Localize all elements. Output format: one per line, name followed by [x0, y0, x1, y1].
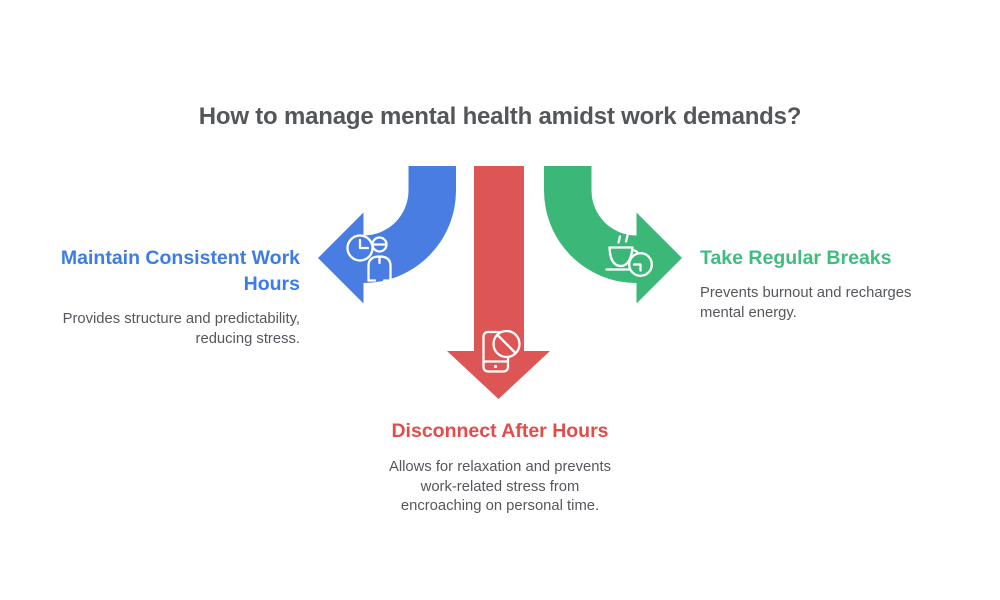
branch-right-body: Prevents burnout and recharges mental en… [700, 285, 912, 321]
branch-left-body: Provides structure and predictability, r… [62, 311, 300, 347]
branch-left: Maintain Consistent Work Hours Provides … [0, 245, 300, 349]
right-curved-arrow [544, 166, 682, 304]
down-arrow [447, 166, 550, 399]
left-curved-arrow [318, 166, 456, 304]
branch-bottom-heading: Disconnect After Hours [391, 420, 609, 442]
steam-lines [617, 234, 629, 244]
branch-bottom-body: Allows for relaxation and prevents work-… [388, 459, 612, 514]
cup-body [608, 246, 634, 268]
clock-hands [632, 263, 642, 272]
branch-right: Take Regular Breaks Prevents burnout and… [700, 245, 1000, 323]
coffee-clock-icon [605, 234, 653, 277]
clock-person-icon [346, 234, 392, 282]
branch-bottom: Disconnect After Hours Allows for relaxa… [350, 418, 650, 517]
branch-left-heading: Maintain Consistent Work Hours [60, 247, 300, 295]
phone-home-button [493, 364, 498, 369]
page-title: How to manage mental health amidst work … [198, 103, 802, 130]
branch-right-heading: Take Regular Breaks [700, 247, 892, 269]
phone-blocked-icon [482, 329, 521, 373]
